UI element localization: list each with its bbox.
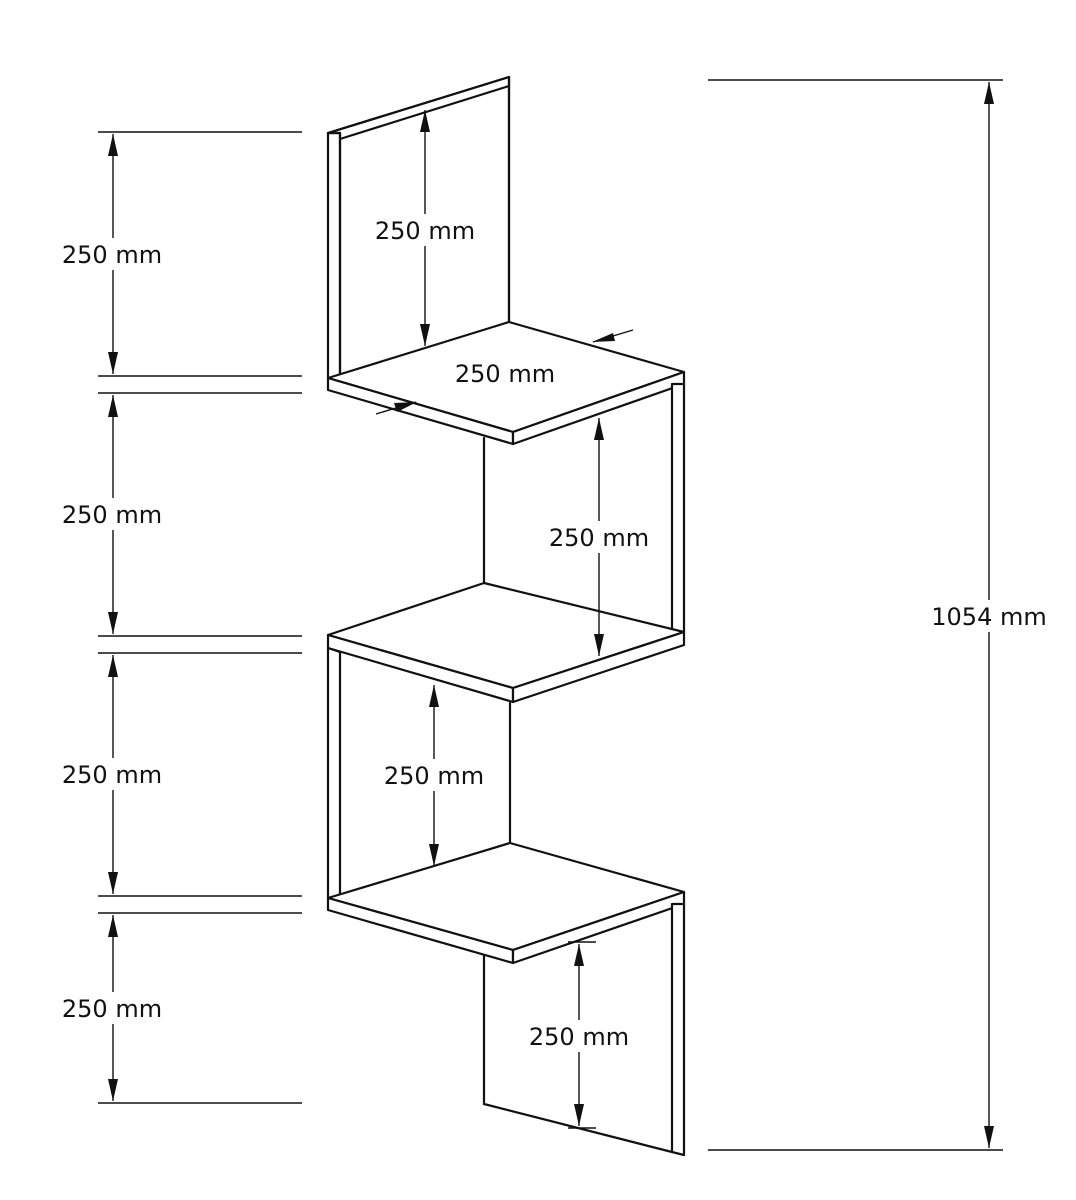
left-dimension-chain: 250 mm 250 mm 250 mm 250 mm bbox=[56, 131, 302, 1104]
shelf-board-3 bbox=[326, 841, 686, 965]
inner-dimensions: 250 mm 250 mm 250 mm 250 mm 250 mm bbox=[368, 110, 656, 1129]
second-gap-height-label: 250 mm bbox=[549, 524, 649, 552]
shelf-unit bbox=[326, 75, 686, 1157]
left-dim-label-2: 250 mm bbox=[62, 501, 162, 529]
total-height-label: 1054 mm bbox=[931, 603, 1046, 631]
shelf-board-1 bbox=[326, 320, 686, 446]
left-dim-label-1: 250 mm bbox=[62, 241, 162, 269]
shelf-board-2 bbox=[326, 581, 686, 704]
left-dim-label-3: 250 mm bbox=[62, 761, 162, 789]
top-shelf-depth-label: 250 mm bbox=[455, 360, 555, 388]
third-gap-height-label: 250 mm bbox=[384, 762, 484, 790]
bottom-panel-height-label: 250 mm bbox=[529, 1023, 629, 1051]
top-back-panel-height-label: 250 mm bbox=[375, 217, 475, 245]
total-height-dimension: 1054 mm bbox=[708, 79, 1054, 1151]
left-dim-label-4: 250 mm bbox=[62, 995, 162, 1023]
